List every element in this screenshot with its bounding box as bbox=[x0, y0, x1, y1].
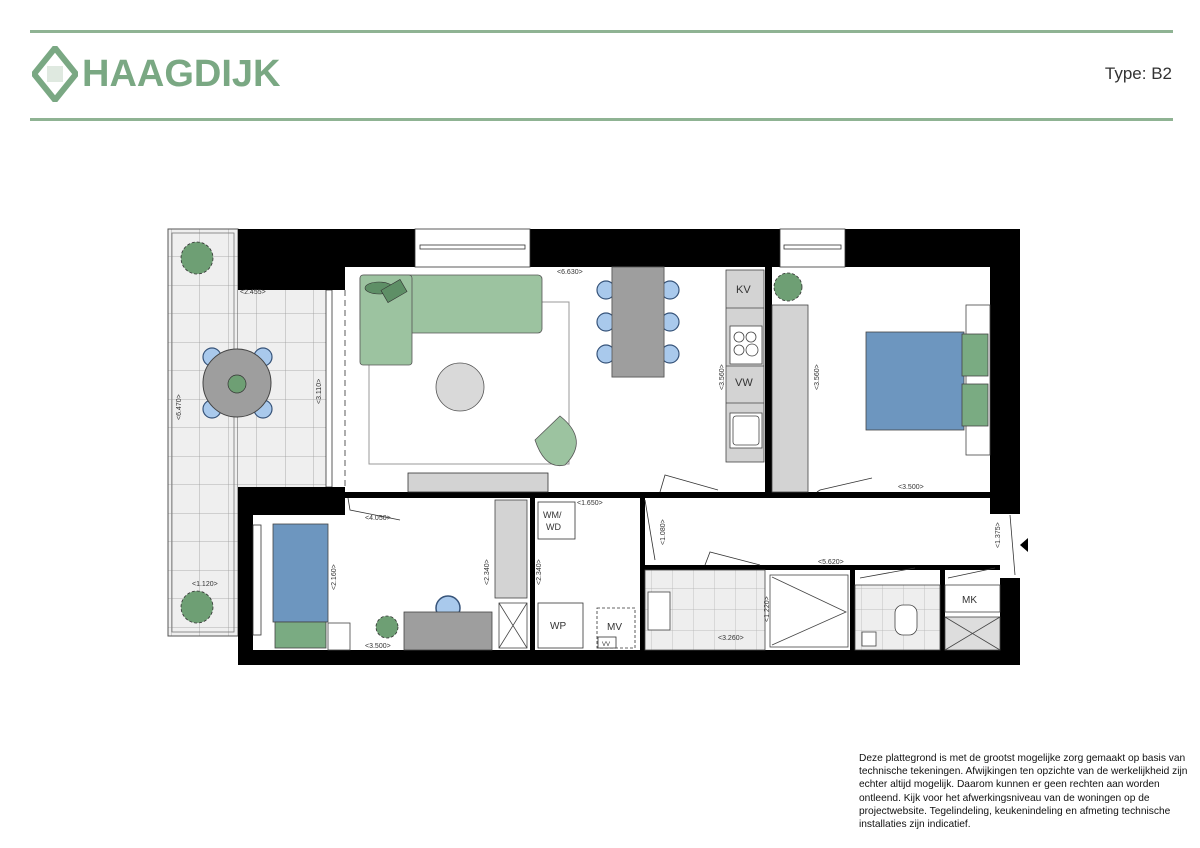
dim-utility-depth: <2.340> bbox=[536, 559, 543, 585]
unit-type: Type: B2 bbox=[1104, 64, 1172, 83]
header-top-rule bbox=[30, 30, 1173, 33]
meter-cupboard-label: MK bbox=[962, 595, 977, 606]
dim-bathroom-width: <3.260> bbox=[718, 635, 744, 642]
walls bbox=[238, 229, 1020, 665]
plant-icons bbox=[180, 241, 803, 639]
washer-dryer-label-1: WM/ bbox=[543, 510, 562, 520]
heat-pump-label: WP bbox=[550, 621, 566, 632]
living-furniture bbox=[202, 266, 680, 493]
header-bottom-rule bbox=[30, 118, 1173, 121]
dim-hall-width: <1.080> bbox=[660, 519, 667, 545]
utility-room bbox=[537, 501, 636, 649]
dim-kitchen-depth: <3.560> bbox=[719, 364, 726, 390]
dim-bedroom2-length: <4.050> bbox=[365, 515, 391, 522]
dim-bedroom-width: <3.500> bbox=[898, 484, 924, 491]
disclaimer-text: Deze plattegrond is met de grootst mogel… bbox=[859, 753, 1188, 831]
kitchen bbox=[725, 269, 809, 493]
dim-balcony-length: <6.470> bbox=[176, 394, 183, 420]
dim-balcony-width: <2.455> bbox=[240, 289, 266, 296]
bathroom bbox=[644, 569, 1001, 651]
dim-entrance-width: <1.375> bbox=[995, 522, 1002, 548]
dim-bedroom2-depth: <2.160> bbox=[331, 564, 338, 590]
dim-bathroom-depth: <1.220> bbox=[764, 596, 771, 622]
dim-hall-length: <5.620> bbox=[818, 559, 844, 566]
brand-logo: HAAGDIJK bbox=[32, 46, 280, 102]
washer-dryer-label-2: WD bbox=[546, 522, 561, 532]
dim-living-length: <6.630> bbox=[557, 269, 583, 276]
dimension-labels: <2.455> <6.470> <3.110> <1.120> <6.630> … bbox=[176, 269, 1002, 650]
brand-name: HAAGDIJK bbox=[82, 52, 281, 95]
dim-bedroom2-width: <3.500> bbox=[365, 643, 391, 650]
dishwasher-label: VW bbox=[735, 377, 753, 389]
bedroom-2 bbox=[272, 499, 528, 651]
windows bbox=[252, 228, 846, 636]
dim-balcony-glazing: <3.110> bbox=[316, 379, 323, 404]
dim-closet-depth: <2.340> bbox=[484, 559, 491, 585]
bedroom bbox=[865, 304, 991, 456]
dim-bedroom-depth: <3.560> bbox=[814, 364, 821, 390]
floor-heating-label: VV bbox=[602, 642, 610, 648]
doors bbox=[344, 290, 1016, 579]
dim-utility-width: <1.650> bbox=[577, 500, 603, 507]
logo-diamond-icon bbox=[32, 46, 78, 102]
entrance-arrow-icon bbox=[1020, 538, 1028, 552]
dim-balcony-bottom: <1.120> bbox=[192, 581, 218, 588]
ventilation-label: MV bbox=[607, 622, 622, 633]
fridge-label: KV bbox=[736, 284, 751, 296]
